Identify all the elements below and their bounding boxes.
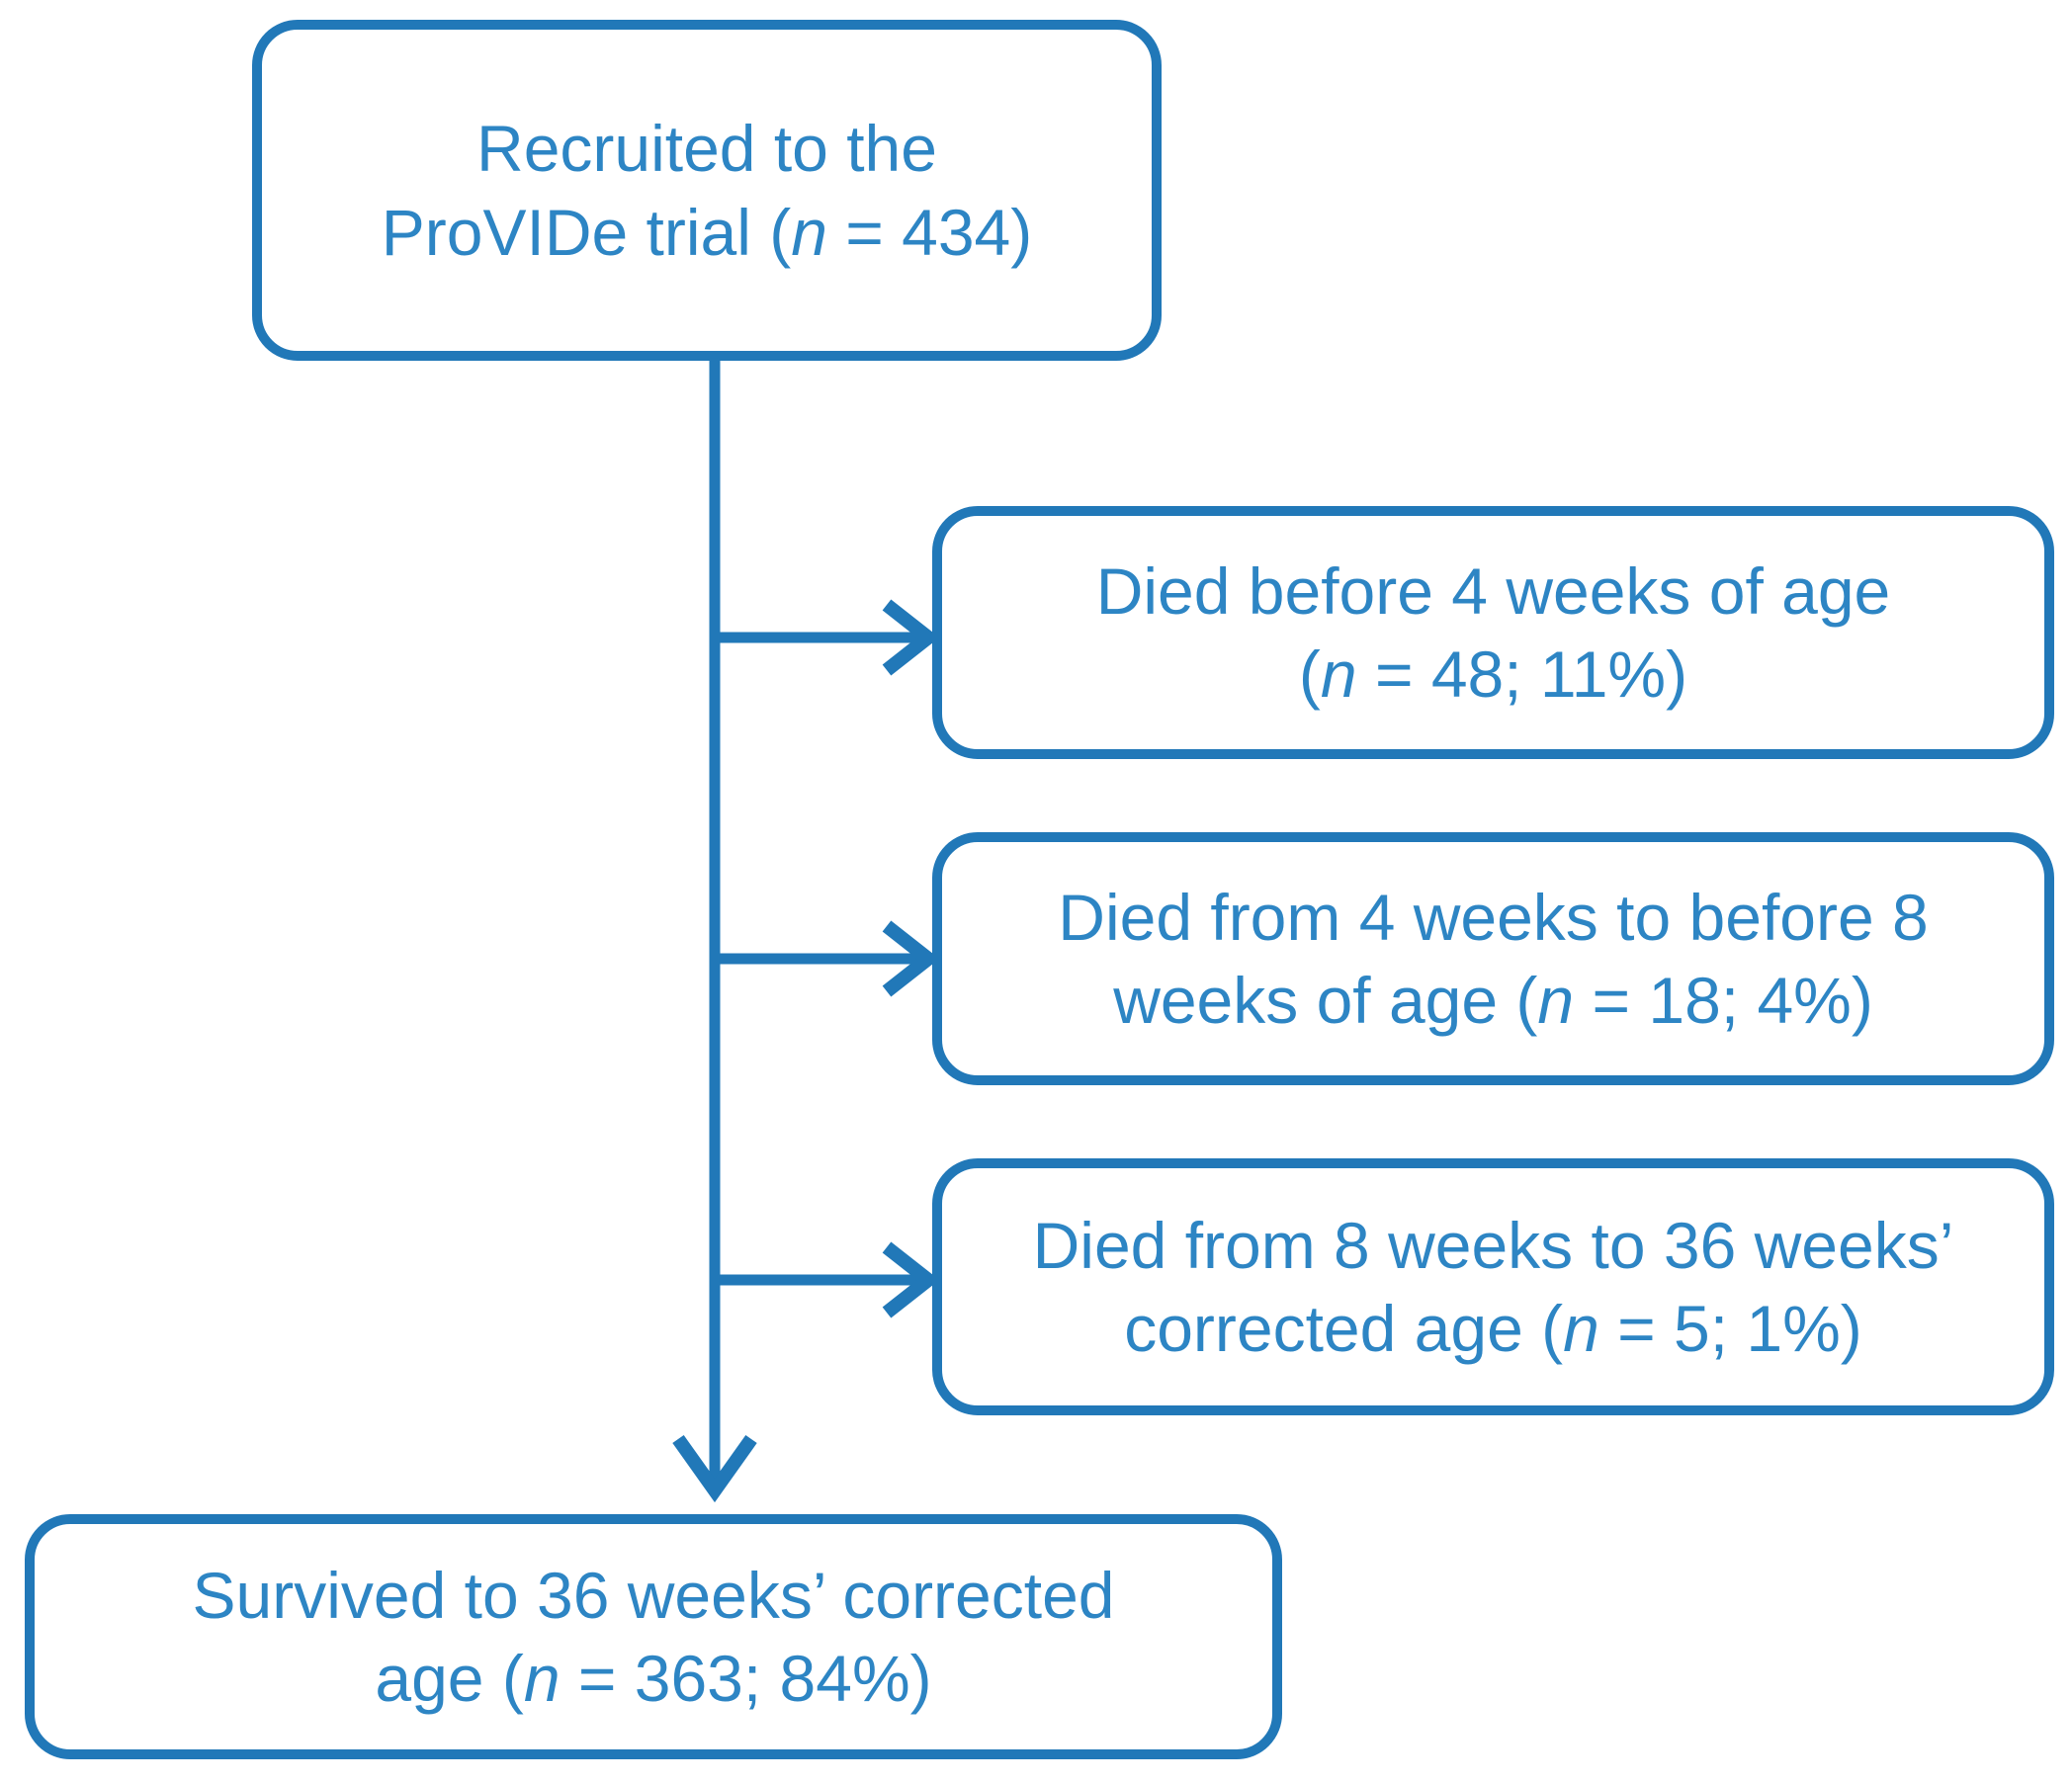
right-arrowhead-icon-1 [882, 599, 940, 676]
right-arrowhead-icon-2 [882, 920, 940, 997]
node-died-before-4-weeks: Died before 4 weeks of age(n = 48; 11%) [932, 506, 2054, 759]
right-arrowhead-icon-3 [882, 1241, 940, 1318]
down-arrowhead-icon [672, 1434, 757, 1503]
node-died-8-to-36-weeks: Died from 8 weeks to 36 weeks’corrected … [932, 1158, 2054, 1415]
